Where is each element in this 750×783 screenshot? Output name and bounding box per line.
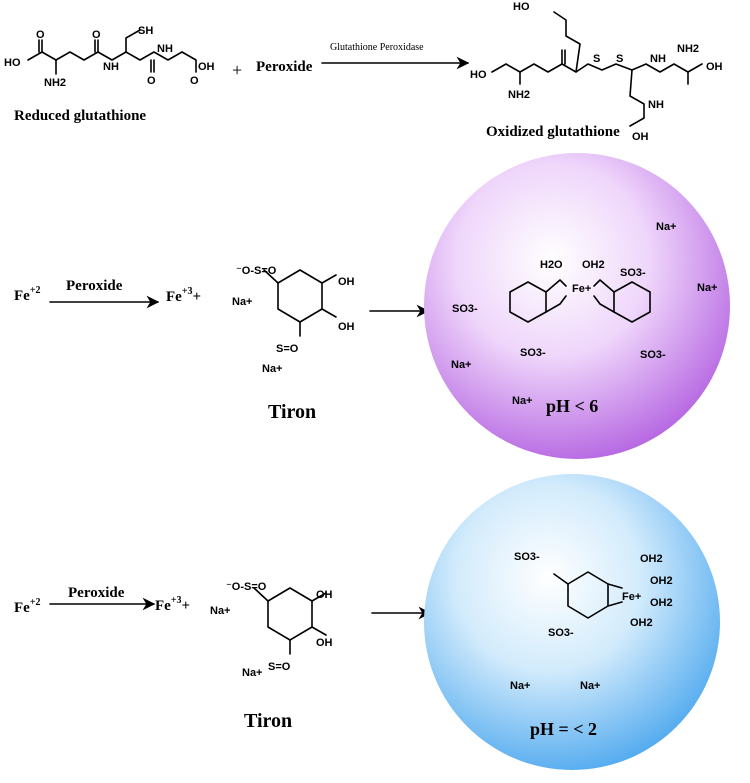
nh-label: NH: [650, 53, 666, 65]
nh2-label: NH2: [677, 43, 699, 55]
tiron-label: Tiron: [244, 710, 292, 732]
fe-center-label: Fe+: [572, 283, 591, 295]
tiron-structure: OH OH ⁻O-S=O S=O Na+ Na+: [232, 265, 355, 375]
plus-sign: +: [232, 60, 242, 80]
hooc-left-label: HO: [4, 57, 21, 69]
oh-label: OH: [338, 276, 355, 288]
fe3-label: Fe+3+: [155, 595, 190, 614]
sulfonate-label: SO3-: [514, 551, 540, 563]
sulfonate-label: ⁻O-S=O: [236, 265, 277, 277]
fe-tiron-bis-complex: Fe+ H2O OH2 SO3- SO3- SO3- SO3-: [452, 259, 666, 361]
oh-label: OH: [316, 637, 333, 649]
water-ligand: OH2: [640, 553, 663, 565]
water-ligand: OH2: [630, 617, 653, 629]
tiron-label: Tiron: [268, 401, 316, 423]
sodium-label: Na+: [512, 395, 533, 407]
sodium-label: Na+: [697, 282, 718, 294]
oxygen-label: O: [147, 75, 156, 87]
oh-label: OH: [338, 321, 355, 333]
nh-label: NH: [103, 61, 119, 73]
fe3-label: Fe+3+: [166, 286, 201, 305]
peroxide-label: Peroxide: [68, 585, 125, 601]
nh2-label: NH2: [44, 77, 66, 89]
fe-center-label: Fe+: [622, 591, 641, 603]
sodium-label: Na+: [451, 359, 472, 371]
sh-label: SH: [138, 25, 153, 37]
reduced-glutathione-label: Reduced glutathione: [14, 108, 146, 124]
oh-label: OH: [706, 61, 723, 73]
sulfur-label: S: [616, 53, 623, 65]
sodium-label: Na+: [242, 667, 263, 679]
fe2-label: Fe+2: [14, 597, 41, 616]
water-ligand: H2O: [540, 259, 563, 271]
peroxide-label: Peroxide: [256, 59, 313, 75]
sodium-label: Na+: [510, 680, 531, 692]
water-ligand: OH2: [582, 259, 605, 271]
oh-label: OH: [198, 61, 215, 73]
enzyme-label: Glutathione Peroxidase: [330, 42, 424, 53]
oxidized-glutathione-label: Oxidized glutathione: [486, 124, 620, 140]
oxidized-glutathione-structure: HO NH2 HO S S NH NH2 OH NH OH: [470, 1, 723, 143]
tiron-structure: OH OH ⁻O-S=O S=O Na+ Na+: [210, 581, 333, 679]
sulfonate-label: S=O: [276, 343, 299, 355]
water-ligand: OH2: [650, 575, 673, 587]
sulfonate-label: ⁻O-S=O: [226, 581, 267, 593]
complex-sphere-purple: [424, 153, 730, 459]
nh-label: NH: [648, 99, 664, 111]
nh-label: NH: [157, 43, 173, 55]
fe2-label: Fe+2: [14, 285, 41, 304]
sodium-label: Na+: [656, 221, 677, 233]
oxygen-label: O: [92, 29, 101, 41]
sulfonate-label: SO3-: [620, 267, 646, 279]
sodium-label: Na+: [232, 296, 253, 308]
sulfonate-label: S=O: [268, 661, 291, 673]
sulfonate-label: SO3-: [520, 347, 546, 359]
fe-tiron-mono-complex: Fe+ OH2 OH2 OH2 OH2 SO3- SO3-: [514, 551, 673, 639]
sodium-label: Na+: [210, 605, 231, 617]
sodium-label: Na+: [580, 680, 601, 692]
nh2-label: NH2: [508, 89, 530, 101]
ph-label: pH = < 2: [530, 719, 597, 739]
oh-label: OH: [316, 589, 333, 601]
oh-label: OH: [632, 131, 649, 143]
oxygen-label: O: [36, 29, 45, 41]
sulfonate-label: SO3-: [452, 303, 478, 315]
sulfonate-label: SO3-: [640, 349, 666, 361]
peroxide-label: Peroxide: [66, 278, 123, 294]
sulfonate-label: SO3-: [548, 627, 574, 639]
oxygen-label: O: [190, 75, 199, 87]
water-ligand: OH2: [650, 597, 673, 609]
sodium-label: Na+: [262, 363, 283, 375]
reduced-glutathione-structure: HO NH2 O O NH SH O NH O OH: [4, 25, 215, 89]
ho-label: HO: [470, 69, 487, 81]
ph-label: pH < 6: [546, 396, 598, 416]
sulfur-label: S: [593, 53, 600, 65]
ho-label: HO: [513, 1, 530, 13]
complex-sphere-blue: [424, 474, 720, 770]
